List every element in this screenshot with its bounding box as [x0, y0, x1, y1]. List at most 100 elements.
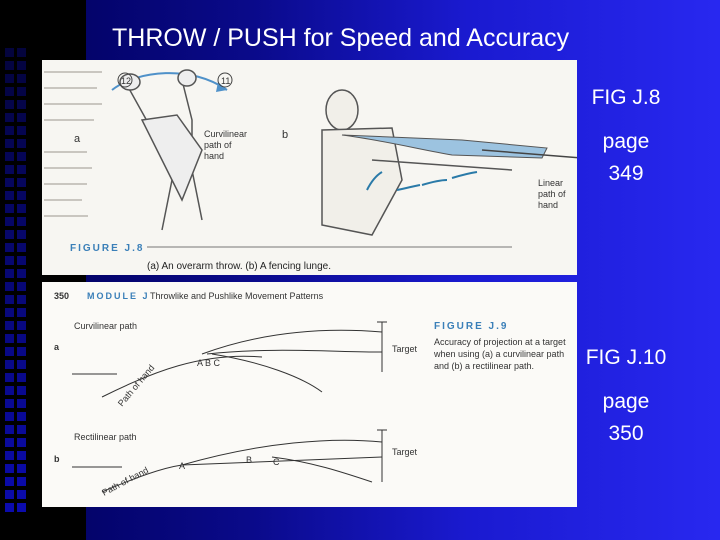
decorative-square	[5, 464, 14, 473]
decorative-square	[17, 295, 26, 304]
decorative-square	[17, 477, 26, 486]
decorative-square	[5, 61, 14, 70]
decorative-square	[17, 100, 26, 109]
decorative-square	[5, 295, 14, 304]
marker-11: 11	[221, 76, 230, 86]
fig9-title: FIGURE J.9	[434, 321, 508, 332]
decorative-square	[5, 308, 14, 317]
decorative-square	[5, 399, 14, 408]
figure-j8-image: 12 11 a Curvilinear path of hand b Linea	[42, 60, 577, 275]
decorative-square	[5, 321, 14, 330]
decorative-square	[17, 464, 26, 473]
decorative-square	[17, 139, 26, 148]
decorative-square	[17, 451, 26, 460]
curvilinear-label-2: path of	[204, 140, 232, 150]
decorative-square	[17, 113, 26, 122]
figure-j9-image: 350 MODULE J Throwlike and Pushlike Move…	[42, 282, 577, 507]
linear-label-2: path of	[538, 189, 566, 199]
decorative-square	[5, 503, 14, 512]
fig9-caption-3: and (b) a rectilinear path.	[434, 361, 534, 371]
fig-j8-label: FIG J.8 page 349	[586, 82, 666, 190]
decorative-square	[5, 126, 14, 135]
decorative-square	[17, 87, 26, 96]
decorative-square	[5, 269, 14, 278]
decorative-square	[17, 230, 26, 239]
fig9-caption-1: Accuracy of projection at a target	[434, 337, 566, 347]
decorative-square	[17, 347, 26, 356]
curvilinear-label-1: Curvilinear	[204, 129, 247, 139]
fig9-caption-2: when using (a) a curvilinear path	[433, 349, 564, 359]
decorative-square	[5, 87, 14, 96]
decorative-square	[5, 412, 14, 421]
decorative-square	[17, 321, 26, 330]
point-b-label: B	[246, 455, 252, 465]
decorative-square	[5, 152, 14, 161]
decorative-square	[5, 490, 14, 499]
fig8-title: FIGURE J.8	[70, 243, 144, 254]
decorative-square	[17, 61, 26, 70]
abc-label: A B C	[197, 358, 221, 368]
decorative-square	[17, 48, 26, 57]
decorative-square	[5, 100, 14, 109]
decorative-square	[17, 256, 26, 265]
linear-label-1: Linear	[538, 178, 563, 188]
curvilinear-label-3: hand	[204, 151, 224, 161]
decorative-square	[5, 347, 14, 356]
decorative-square	[17, 360, 26, 369]
fig-j10-page-num: 350	[608, 422, 644, 445]
decorative-square	[5, 217, 14, 226]
fig8-part-b: b	[282, 129, 288, 141]
fig8-caption: (a) An overarm throw. (b) A fencing lung…	[147, 261, 331, 272]
decorative-square	[17, 412, 26, 421]
decorative-square	[5, 451, 14, 460]
decorative-square	[5, 438, 14, 447]
decorative-square	[17, 386, 26, 395]
decorative-square	[17, 152, 26, 161]
decorative-square	[5, 165, 14, 174]
decorative-square	[5, 256, 14, 265]
fig8-part-a: a	[74, 133, 81, 145]
fig9-header: Throwlike and Pushlike Movement Patterns	[150, 291, 324, 301]
decorative-square	[5, 425, 14, 434]
decorative-square	[17, 373, 26, 382]
decorative-square	[5, 282, 14, 291]
decorative-square	[17, 308, 26, 317]
fig-j8-page-word: page	[602, 130, 650, 153]
decorative-square	[17, 178, 26, 187]
slide-title: THROW / PUSH for Speed and Accuracy	[112, 24, 570, 52]
decorative-square	[17, 269, 26, 278]
fig9-page-number: 350	[54, 291, 69, 301]
fig9-module: MODULE J	[87, 291, 150, 301]
target-a-label: Target	[392, 344, 418, 354]
decorative-square	[5, 178, 14, 187]
decorative-square	[5, 74, 14, 83]
decorative-square	[17, 243, 26, 252]
decorative-square	[17, 438, 26, 447]
decorative-square	[5, 113, 14, 122]
decorative-square	[17, 204, 26, 213]
decorative-square	[17, 165, 26, 174]
fig-j10-fig: FIG J.10	[585, 346, 667, 369]
fig-j8-page-num: 349	[608, 162, 644, 185]
point-c-label: C	[273, 457, 280, 467]
fig-j10-label: FIG J.10 page 350	[576, 342, 676, 450]
point-a-label: A	[179, 461, 185, 471]
decorative-square	[17, 334, 26, 343]
decorative-square	[5, 204, 14, 213]
decorative-square	[5, 48, 14, 57]
decorative-square	[5, 360, 14, 369]
decorative-square	[17, 282, 26, 291]
fig9-part-b: b	[54, 454, 60, 464]
decorative-square	[17, 74, 26, 83]
decorative-square	[5, 243, 14, 252]
decorative-square	[17, 399, 26, 408]
fig-j10-page-word: page	[602, 390, 650, 413]
decorative-square	[5, 373, 14, 382]
marker-12: 12	[121, 76, 131, 86]
decorative-square	[5, 334, 14, 343]
curvilinear-path-label: Curvilinear path	[74, 321, 137, 331]
decorative-square	[5, 191, 14, 200]
decorative-square	[5, 139, 14, 148]
rectilinear-path-label: Rectilinear path	[74, 432, 137, 442]
